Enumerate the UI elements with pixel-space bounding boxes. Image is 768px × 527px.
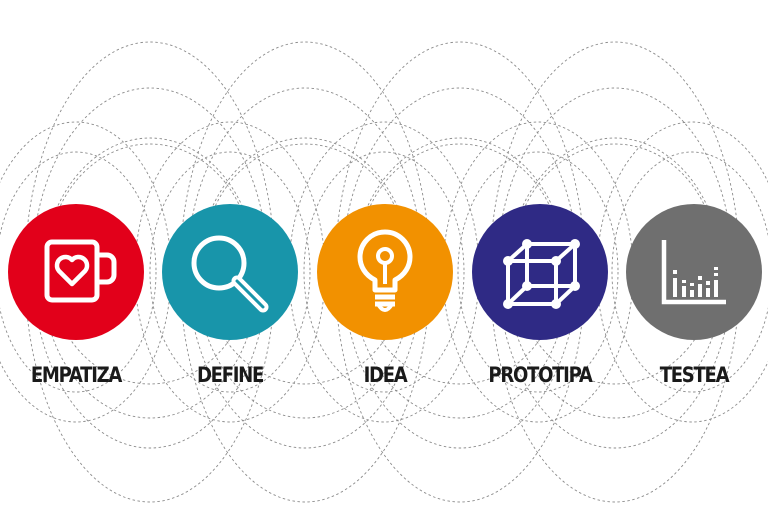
stage-idea-circle: [317, 204, 453, 340]
dashed-ellipse: [457, 151, 619, 393]
stage-empatiza: EMPATIZA: [1, 204, 151, 404]
stage-define-label: DEFINE: [196, 363, 264, 387]
stage-idea: IDEA: [310, 204, 460, 404]
stage-prototipa-label: PROTOTIPA: [488, 363, 592, 387]
stage-testea-circle: [626, 204, 762, 340]
stage-empatiza-circle: [8, 204, 144, 340]
lightbulb-icon: [357, 229, 413, 312]
wireframe-cube-icon: [503, 239, 580, 309]
magnifier-icon: [191, 235, 269, 313]
mug-heart-icon: [44, 239, 117, 303]
dashed-ellipse: [0, 151, 157, 393]
stage-prototipa: PROTOTIPA: [465, 204, 615, 404]
bar-chart-icon: [661, 240, 726, 305]
stage-define: DEFINE: [155, 204, 305, 404]
stage-define-circle: [162, 204, 298, 340]
dashed-ellipse: [611, 151, 768, 393]
stage-empatiza-label: EMPATIZA: [30, 363, 123, 387]
dashed-ellipse: [149, 151, 311, 393]
stage-testea: TESTEA: [619, 204, 768, 404]
stage-prototipa-circle: [472, 204, 608, 340]
stage-testea-label: TESTEA: [659, 363, 730, 387]
dashed-ellipse: [303, 151, 465, 393]
stage-idea-label: IDEA: [363, 363, 408, 387]
